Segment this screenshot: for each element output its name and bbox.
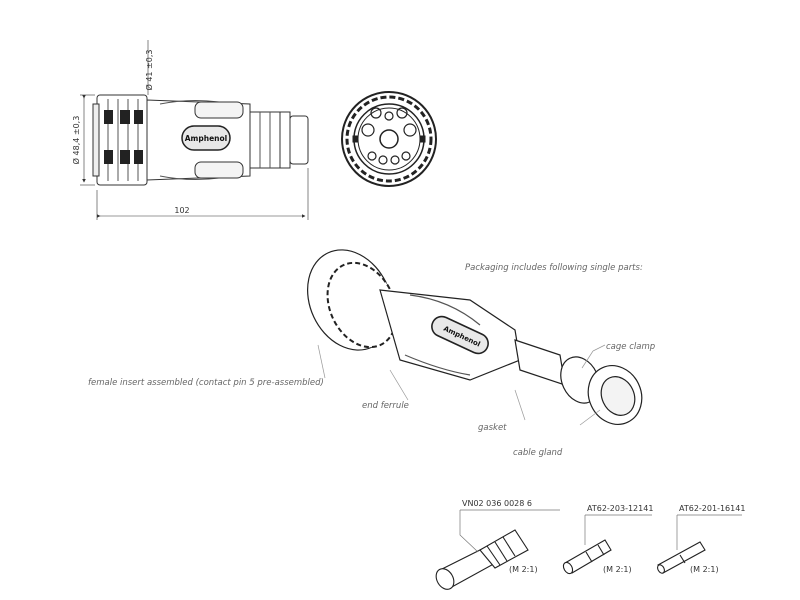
leader-lines	[317, 344, 606, 426]
packaging-note: Packaging includes following single part…	[465, 263, 643, 273]
front-view	[341, 91, 437, 187]
part-pin-12141	[562, 539, 612, 575]
part-leaders	[459, 509, 742, 553]
dim-rear-diameter: Ø 41 ±0,3	[144, 50, 154, 91]
dim-length: 102	[174, 206, 189, 215]
dim-front-diameter: Ø 48,4 ±0,3	[71, 116, 81, 165]
callout-female-insert: female insert assembled (contact pin 5 p…	[88, 378, 324, 388]
part-scale-2: (M 2:1)	[603, 565, 632, 574]
side-view	[80, 40, 309, 220]
callout-cable-gland: cable gland	[513, 448, 563, 458]
callout-cage-clamp: cage clamp	[606, 342, 655, 352]
part-pin-16141	[657, 541, 706, 574]
callout-gasket: gasket	[478, 423, 507, 433]
isometric-assembly	[307, 249, 643, 425]
part-number-3: AT62-201-16141	[679, 504, 745, 513]
part-scale-1: (M 2:1)	[509, 565, 538, 574]
part-contact-socket	[435, 529, 529, 590]
part-number-2: AT62-203-12141	[587, 504, 653, 513]
part-scale-3: (M 2:1)	[690, 565, 719, 574]
side-view-brand-logo: Amphenol	[185, 134, 227, 143]
part-number-1: VN02 036 0028 6	[462, 499, 532, 508]
callout-end-ferrule: end ferrule	[362, 401, 409, 411]
